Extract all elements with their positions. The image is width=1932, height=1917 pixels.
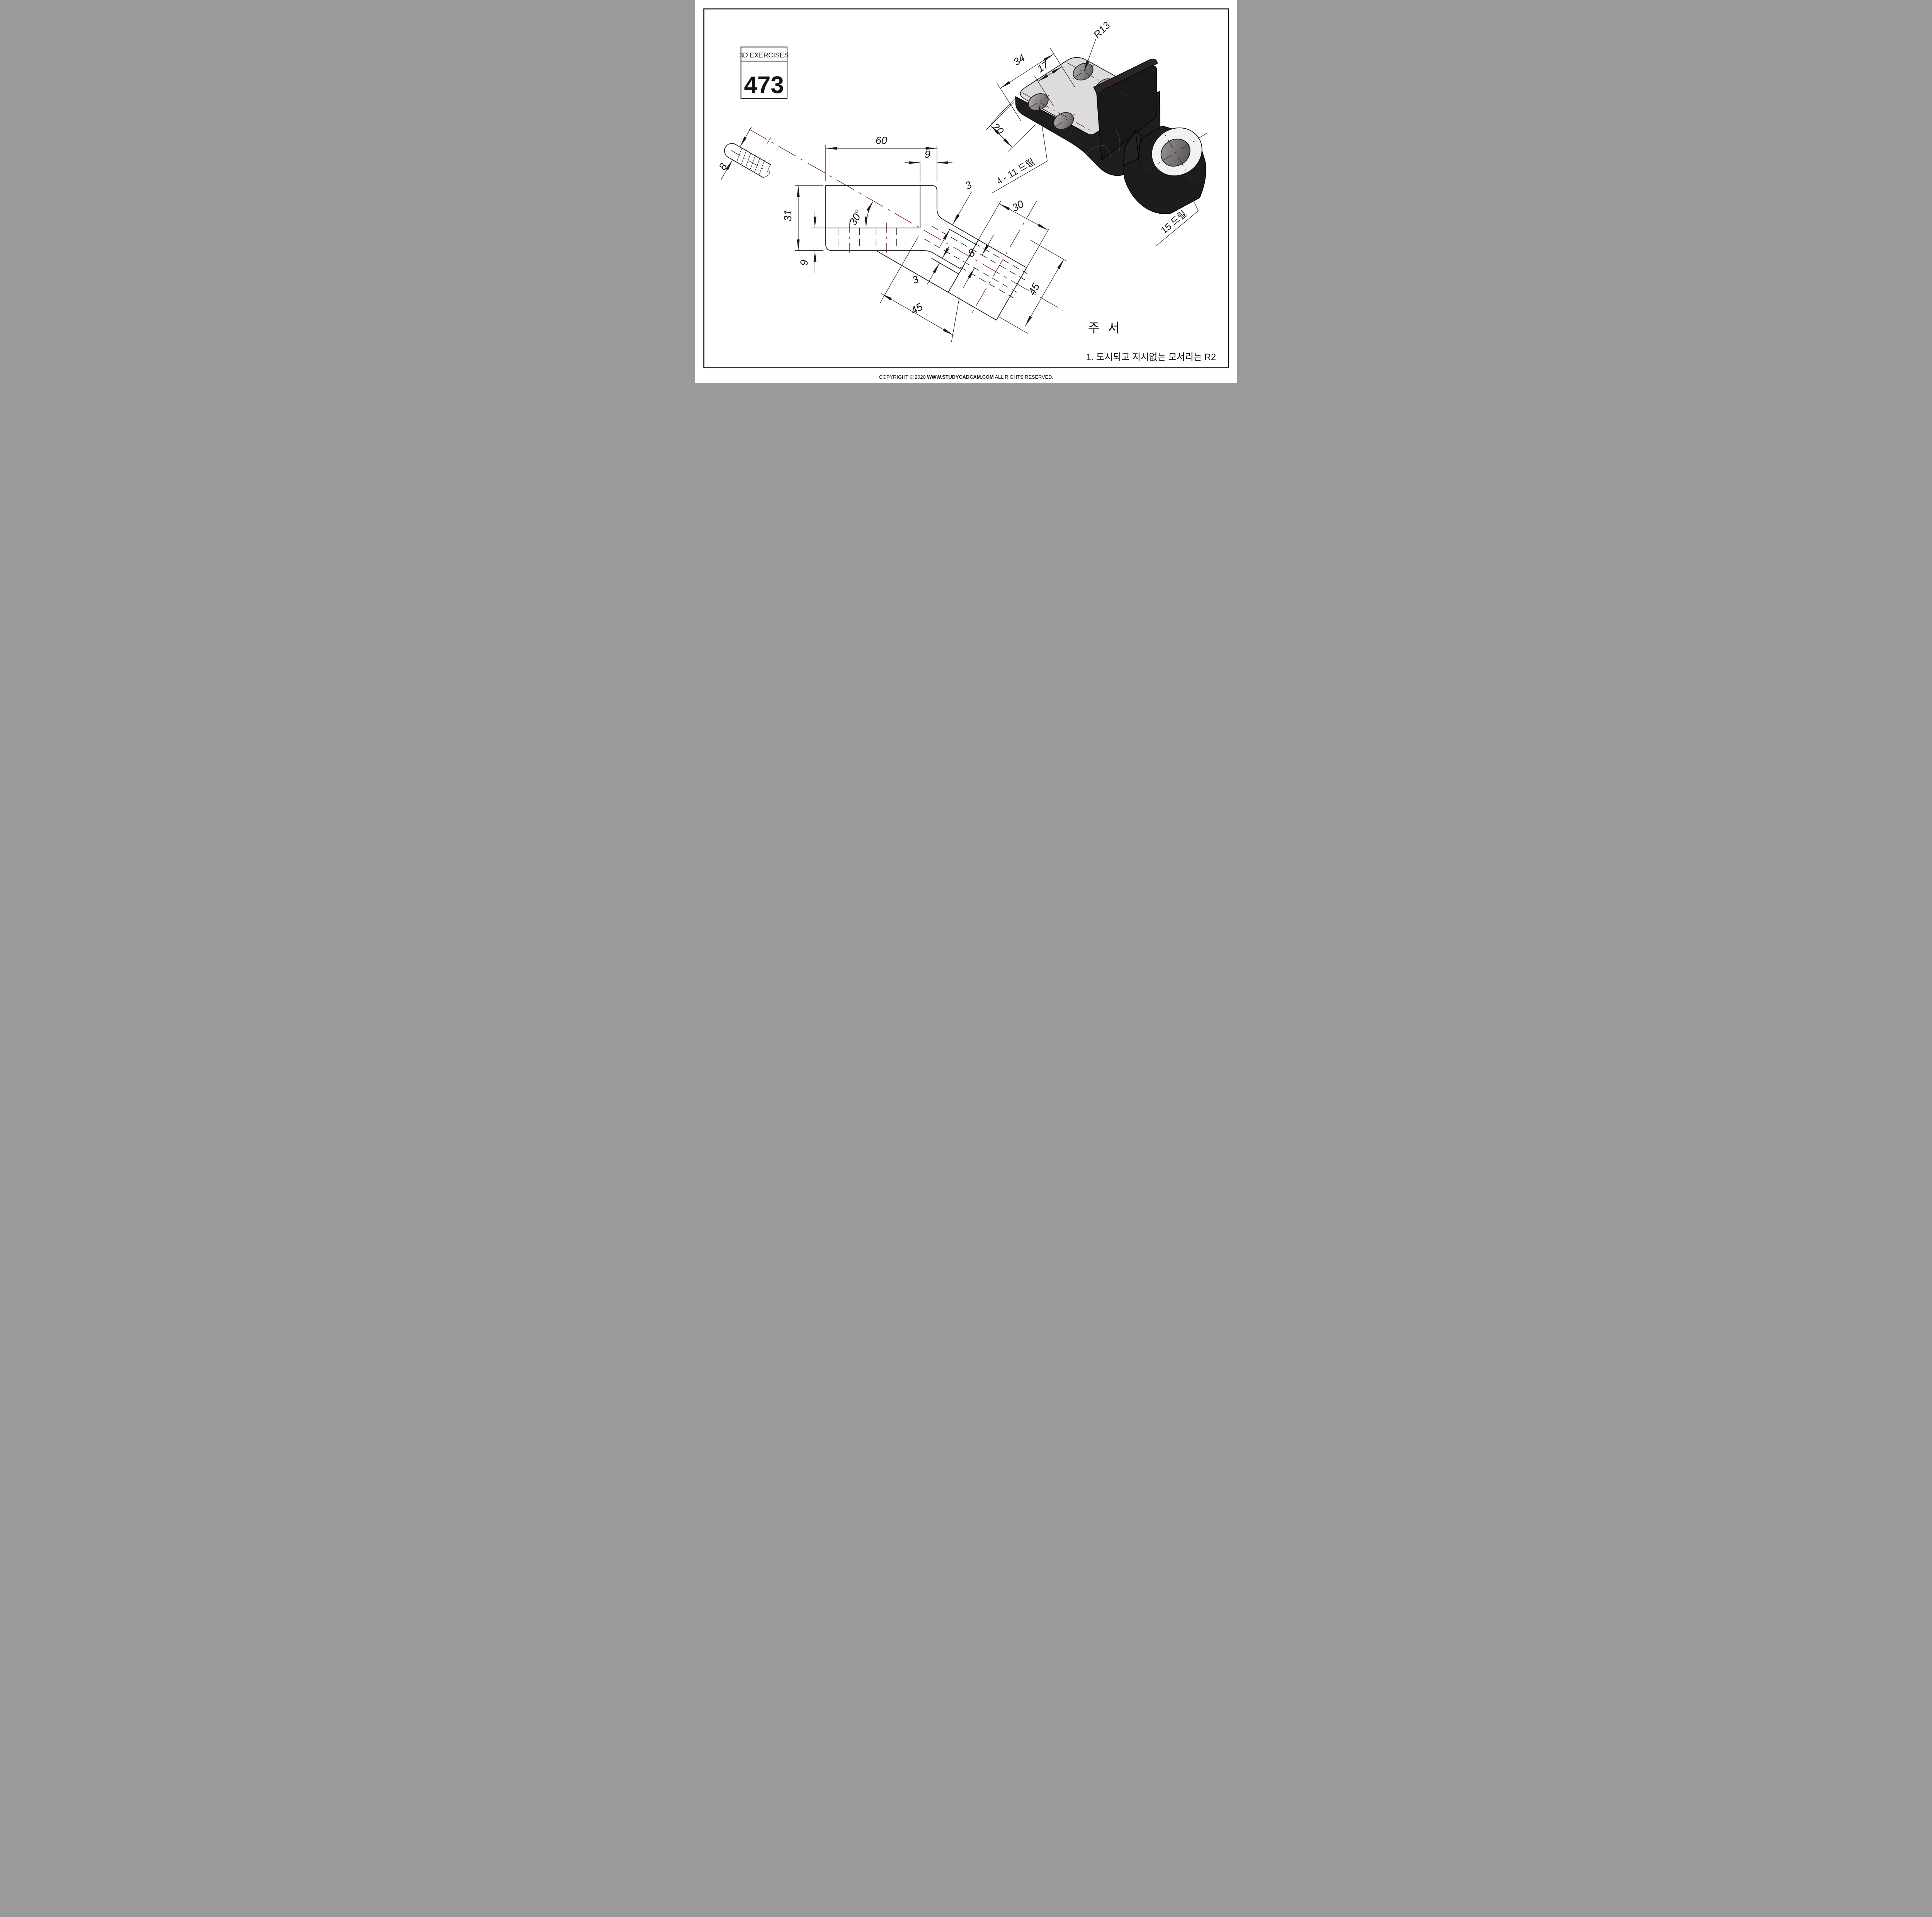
notes-heading: 주 서 — [1088, 321, 1122, 335]
upper-step-edge — [949, 229, 976, 245]
copyright-line: COPYRIGHT © 2020 WWW.STUDYCADCAM.COM ALL… — [879, 374, 1053, 380]
plate-bottom-inner-edge — [875, 250, 962, 270]
iso-view-cylinder: 15 드릴 — [1123, 121, 1208, 246]
dim-45-left: 45 — [908, 301, 925, 316]
dim-8-stub: 8 — [716, 161, 729, 172]
radius-callout: R13 — [1091, 19, 1112, 41]
dim-60: 60 — [875, 134, 887, 146]
sheet-border — [703, 8, 1229, 369]
hidden-bore-lower — [959, 267, 1014, 298]
dim-8-arm: 8 — [966, 247, 977, 259]
cylinder-centerlines — [1146, 121, 1208, 184]
copyright-site: WWW.STUDYCADCAM.COM — [927, 374, 994, 380]
fork-front-face — [947, 239, 979, 293]
drill-hole-2 — [1053, 112, 1074, 130]
notes-block: 주 서 1. 도시되고 지시없는 모서리는 R2 — [1086, 321, 1216, 362]
plate-centerline-axis1 — [1022, 62, 1133, 131]
dimensions-2d: 60 9 31 9 30° 8 3 — [716, 127, 1067, 342]
dim-9-top: 9 — [924, 148, 930, 160]
dim-20: 20 — [990, 121, 1006, 137]
cad-drawing-canvas: 3D EXERCISES 473 — [703, 8, 1229, 380]
centerline-break-tick — [766, 136, 771, 145]
section-stub — [724, 143, 771, 178]
dim-34: 34 — [1011, 52, 1027, 68]
copyright-suffix: ALL RIGHTS RESERVED. — [993, 374, 1053, 380]
drill-hole-1 — [1028, 93, 1049, 111]
copyright-prefix: COPYRIGHT © 2020 — [879, 374, 927, 380]
dim-31: 31 — [782, 210, 793, 221]
hidden-slot-lower — [924, 238, 1017, 293]
exercise-number: 473 — [744, 72, 784, 99]
wall-front-face — [1096, 65, 1157, 160]
drill-callout-4x11: 4 - 11 드릴 — [994, 156, 1036, 187]
note-item-1: 1. 도시되고 지시없는 모서리는 R2 — [1086, 352, 1216, 362]
series-label: 3D EXERCISES — [739, 51, 789, 59]
hidden-slot-upper — [931, 226, 1028, 282]
stub-centerline — [731, 150, 768, 172]
part-outline — [825, 185, 1027, 321]
title-block-frame — [740, 46, 787, 99]
lower-step-edge — [931, 258, 959, 274]
fork-prong-edges — [1124, 131, 1140, 166]
section-hatching — [736, 146, 765, 175]
main-centerline — [749, 129, 1063, 311]
dim-45-right: 45 — [1026, 281, 1042, 297]
dim-9-bottom: 9 — [798, 260, 810, 265]
drawing-sheet: 3D EXERCISES 473 — [695, 0, 1237, 383]
dim-30deg: 30° — [847, 208, 864, 228]
dim-30-arm: 30 — [1010, 198, 1026, 214]
title-block: 3D EXERCISES 473 — [739, 46, 789, 99]
dim-3-upper: 3 — [963, 179, 974, 192]
boss-cross-centerline — [970, 201, 1037, 315]
hidden-bore-upper — [973, 243, 1027, 274]
wall-top-bevel — [1093, 58, 1158, 94]
orthographic-view: 60 9 31 9 30° 8 3 — [716, 127, 1067, 342]
